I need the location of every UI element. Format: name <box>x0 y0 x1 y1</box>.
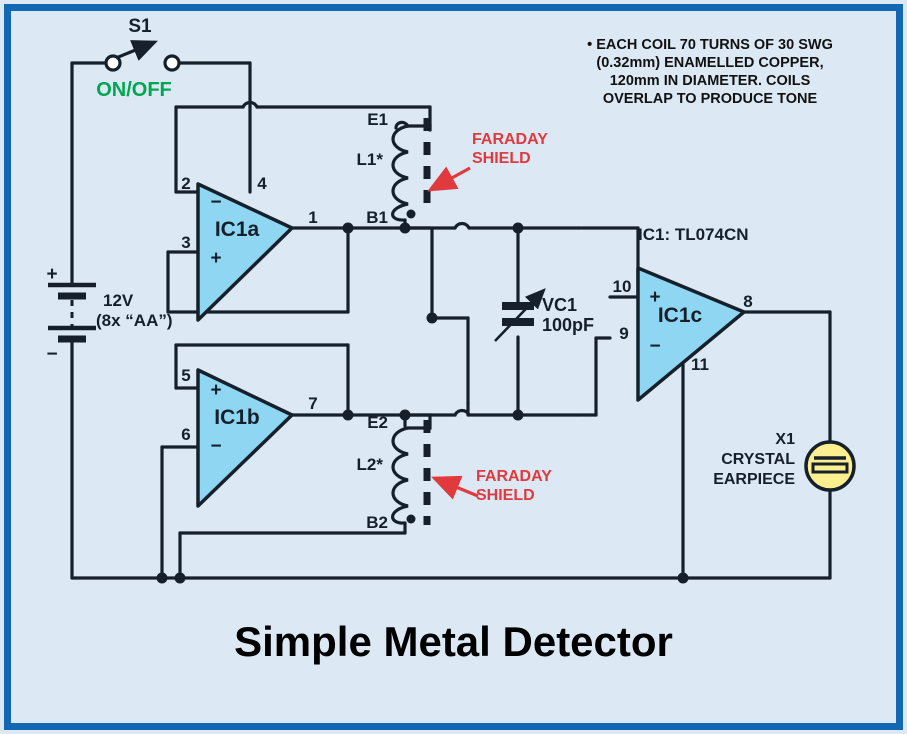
faraday-shield-bottom-arrow <box>431 475 479 500</box>
switch-onoff-label: ON/OFF <box>96 79 172 101</box>
faraday-shield-top: FARADAY SHIELD <box>423 118 548 212</box>
junction-b1-node <box>399 222 411 234</box>
battery-minus-sign: − <box>46 344 57 365</box>
earpiece-label-line2: EARPIECE <box>713 471 795 488</box>
coil-L2-ref-label: L2* <box>357 455 384 474</box>
faraday-shield-bottom: FARADAY SHIELD <box>423 420 552 525</box>
coil-L2-top-terminal-label: E2 <box>367 413 388 432</box>
capacitor-value-label: 100pF <box>542 315 594 335</box>
opamp-ic1a-pin1-label: 1 <box>308 208 317 227</box>
opamp-ic1a-pin2-label: 2 <box>181 174 190 193</box>
opamp-ic1a-pin4-label: 4 <box>257 174 267 193</box>
opamp-ic1c-body <box>636 266 746 402</box>
opamp-ic1c-ref: IC1c <box>658 304 703 327</box>
opamp-ic1b-pin7-label: 7 <box>308 394 317 413</box>
opamp-ic1c-pin9-label: 9 <box>619 324 628 343</box>
junction-cap-bottom <box>512 409 524 421</box>
capacitor-ref-label: VC1 <box>542 295 577 315</box>
faraday-shield-top-arrow <box>427 166 471 192</box>
variable-capacitor-arrow <box>494 288 546 342</box>
switch-ref-label: S1 <box>128 16 152 37</box>
coil-L2-labels: E2 L2* B2 <box>357 413 416 532</box>
coil-L1-polarity-dot <box>406 209 416 219</box>
opamp-ic1b-inverting-symbol: − <box>210 436 221 457</box>
coil-L1-ref-label: L1* <box>357 150 384 169</box>
wire-hop-B1 <box>453 221 471 230</box>
note-bullet: • <box>587 37 593 53</box>
opamp-ic1a-pin3-label: 3 <box>181 233 190 252</box>
junction-dots <box>156 222 689 584</box>
coil-L2-polarity-dot <box>406 514 416 524</box>
faraday-shield-top-label-line2: SHIELD <box>472 150 531 167</box>
opamp-ic1a-ref: IC1a <box>215 218 260 241</box>
opamp-ic1c[interactable]: IC1c + − 10 9 11 8 IC1: TL074CN <box>613 225 753 402</box>
junction-bottom-b2 <box>174 572 186 584</box>
note-line-4: OVERLAP TO PRODUCE TONE <box>602 91 818 108</box>
note-line-2: (0.32mm) ENAMELLED COPPER, <box>596 55 824 72</box>
faraday-shield-top-label-line1: FARADAY <box>472 131 548 148</box>
earpiece-ref-label: X1 <box>775 431 795 448</box>
crystal-earpiece-x1[interactable]: X1 CRYSTAL EARPIECE <box>713 431 856 492</box>
coil-L1 <box>391 120 410 222</box>
opamp-ic1b-noninverting-symbol: + <box>210 380 221 401</box>
opamp-ic1c-pin10-label: 10 <box>613 277 632 296</box>
opamp-ic1a-body <box>196 182 294 322</box>
faraday-shield-bottom-label-line2: SHIELD <box>476 487 535 504</box>
opamp-ic1b-body <box>196 368 294 508</box>
junction-ic1b-out <box>342 409 354 421</box>
opamp-ic1a[interactable]: IC1a − + 2 3 4 1 <box>181 174 318 322</box>
coil-L1-bottom-terminal-label: B1 <box>366 208 388 227</box>
earpiece-label-line1: CRYSTAL <box>721 451 795 468</box>
figure-title: Simple Metal Detector <box>234 618 673 665</box>
note-line-1: EACH COIL 70 TURNS OF 30 SWG <box>596 37 833 53</box>
battery-voltage-label: 12V <box>103 291 134 310</box>
faraday-shield-bottom-label-line1: FARADAY <box>476 468 552 485</box>
opamp-ic1c-pin11-label: 11 <box>691 355 709 374</box>
coil-L2-bottom-terminal-label: B2 <box>366 513 388 532</box>
opamp-ic1a-noninverting-symbol: + <box>210 248 221 269</box>
coil-construction-note: • EACH COIL 70 TURNS OF 30 SWG (0.32mm) … <box>540 36 880 109</box>
junction-mid-left <box>426 312 438 324</box>
opamp-ic1c-pin8-label: 8 <box>743 292 752 311</box>
opamp-ic1b-pin6-label: 6 <box>181 425 190 444</box>
wire-hop-top-rail <box>241 100 259 109</box>
junction-cap-top <box>512 222 524 234</box>
variable-capacitor-vc1[interactable]: VC1 100pF <box>494 288 594 342</box>
ic-part-number-label: IC1: TL074CN <box>638 225 749 244</box>
opamp-ic1a-inverting-symbol: − <box>210 192 221 213</box>
junction-bottom-pin11 <box>677 572 689 584</box>
opamp-ic1b-pin5-label: 5 <box>181 366 190 385</box>
note-line-3: 120mm IN DIAMETER. COILS <box>609 73 811 90</box>
opamp-ic1b-ref: IC1b <box>214 406 260 429</box>
coil-L1-labels: E1 L1* B1 <box>357 110 416 227</box>
switch-s1[interactable]: S1 ON/OFF <box>96 16 181 101</box>
coil-L2 <box>391 426 410 525</box>
battery-symbol: + − 12V (8x “AA”) <box>46 264 172 365</box>
opamp-ic1c-inverting-symbol: − <box>649 336 660 357</box>
junction-ic1a-out <box>342 222 354 234</box>
switch-lever <box>115 40 158 61</box>
junction-bottom-pin6 <box>156 572 168 584</box>
battery-detail-label: (8x “AA”) <box>96 311 173 330</box>
opamp-ic1b[interactable]: IC1b + − 5 6 7 <box>181 366 318 508</box>
battery-plus-sign: + <box>46 264 57 285</box>
junction-e2-node <box>399 409 411 421</box>
coil-L1-top-terminal-label: E1 <box>367 110 388 129</box>
opamp-ic1c-noninverting-symbol: + <box>649 287 660 308</box>
